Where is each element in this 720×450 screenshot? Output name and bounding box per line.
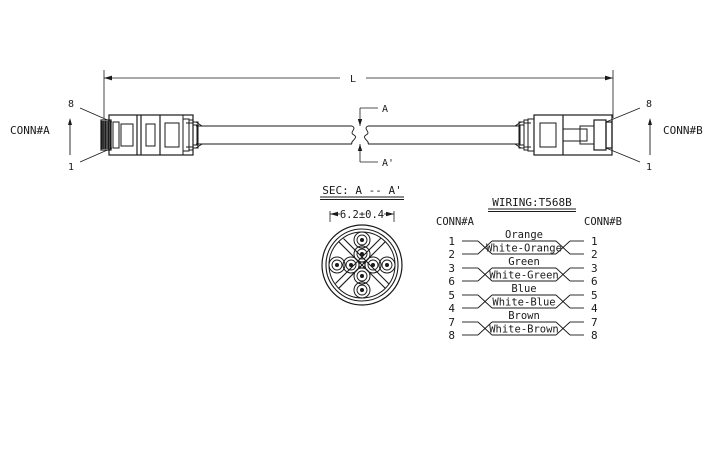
wiring-right-pin-bottom: 6 xyxy=(591,275,598,288)
connector-b-plug xyxy=(514,114,613,156)
section-marker-a xyxy=(357,107,378,163)
wiring-left-pin-top: 5 xyxy=(448,289,455,302)
wiring-pair-2 xyxy=(462,267,584,282)
wiring-title-underline xyxy=(488,208,576,212)
section-diameter-label: 6.2±0.4 xyxy=(340,209,384,221)
connector-b-pin-callouts xyxy=(605,107,652,163)
wiring-pair-lines xyxy=(462,240,584,336)
wiring-solid-color-label: Blue xyxy=(511,283,536,295)
wiring-right-pin-bottom: 8 xyxy=(591,329,598,342)
wiring-left-pin-bottom: 8 xyxy=(448,329,455,342)
connector-b-pin1-label: 1 xyxy=(646,162,652,173)
connector-a-label: CONN#A xyxy=(10,124,50,137)
wiring-text-layer: 1212OrangeWhite-Orange3636GreenWhite-Gre… xyxy=(448,229,598,342)
connector-a-plug xyxy=(100,114,203,156)
wiring-left-pin-bottom: 6 xyxy=(448,275,455,288)
wiring-solid-color-label: Green xyxy=(508,256,540,268)
wiring-stripe-color-label: White-Brown xyxy=(489,324,559,336)
wiring-solid-color-label: Orange xyxy=(505,229,543,241)
wiring-pair-3 xyxy=(462,294,584,309)
connector-b-label: CONN#B xyxy=(663,124,703,137)
cross-section-conductors xyxy=(328,231,396,299)
cable-break-symbol xyxy=(351,125,369,145)
wiring-solid-color-label: Brown xyxy=(508,310,540,322)
overall-length-dimension xyxy=(103,70,614,118)
cable-cross-section xyxy=(321,224,403,306)
wiring-right-header: CONN#B xyxy=(584,216,622,228)
cable-jacket xyxy=(196,125,520,145)
wiring-left-pin-top: 1 xyxy=(448,235,455,248)
section-marker-aprime-label: A' xyxy=(382,158,394,169)
wiring-stripe-color-label: White-Blue xyxy=(492,297,555,309)
wiring-pair-4 xyxy=(462,321,584,336)
connector-a-pin8-label: 8 xyxy=(68,99,74,110)
wiring-pair-1 xyxy=(462,240,584,255)
section-diameter-dimension xyxy=(329,211,395,222)
wiring-right-pin-bottom: 4 xyxy=(591,302,598,315)
section-view-title: SEC: A -- A' xyxy=(322,184,401,197)
wiring-stripe-color-label: White-Green xyxy=(489,270,559,282)
wiring-left-pin-bottom: 4 xyxy=(448,302,455,315)
wiring-right-pin-top: 7 xyxy=(591,316,598,329)
wiring-stripe-color-label: White-Orange xyxy=(486,243,562,255)
wiring-left-header: CONN#A xyxy=(436,216,475,228)
wiring-right-pin-top: 1 xyxy=(591,235,598,248)
wiring-title: WIRING:T568B xyxy=(492,196,572,209)
wiring-left-pin-bottom: 2 xyxy=(448,248,455,261)
overall-length-label: L xyxy=(350,74,356,85)
wiring-left-pin-top: 7 xyxy=(448,316,455,329)
wiring-right-pin-top: 5 xyxy=(591,289,598,302)
connector-b-pin8-label: 8 xyxy=(646,99,652,110)
wiring-right-pin-bottom: 2 xyxy=(591,248,598,261)
wiring-right-pin-top: 3 xyxy=(591,262,598,275)
connector-a-pin-callouts xyxy=(68,107,113,163)
connector-a-pin1-label: 1 xyxy=(68,162,74,173)
section-title-underline xyxy=(320,196,404,200)
wiring-left-pin-top: 3 xyxy=(448,262,455,275)
section-marker-a-label: A xyxy=(382,104,388,115)
